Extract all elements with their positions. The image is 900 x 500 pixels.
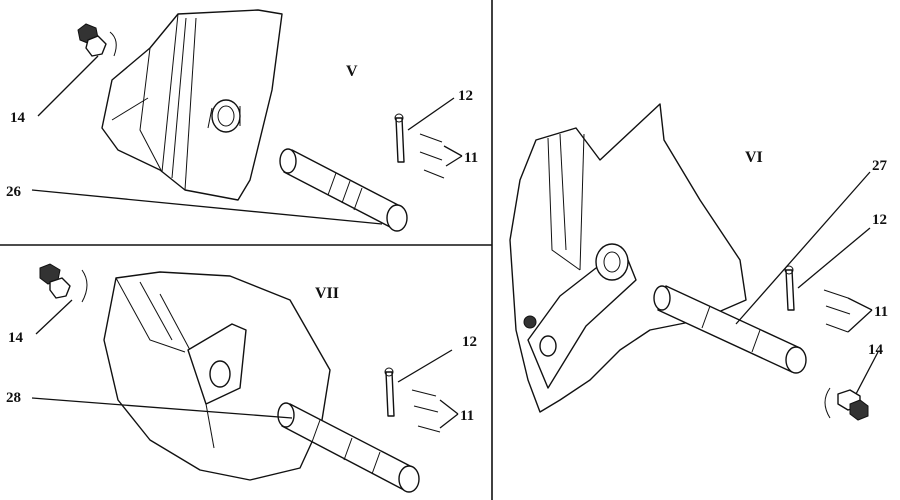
leader-lines: [31, 55, 463, 225]
leader-lines: [735, 171, 879, 395]
panel-dividers: [0, 0, 493, 500]
frame-bracket: [101, 9, 283, 201]
callout-14: 14: [8, 330, 24, 346]
callout-27: 27: [872, 158, 888, 174]
grease-nipple-icon: [39, 263, 88, 303]
callout-11: 11: [874, 304, 888, 320]
grease-nipple-icon: [824, 387, 869, 421]
grease-nipple-icon: [77, 23, 117, 57]
callout-11: 11: [460, 408, 474, 424]
clip-11: [823, 289, 851, 333]
view-vi: [509, 103, 879, 421]
callout-14: 14: [10, 110, 26, 126]
split-pin-12: [394, 113, 405, 163]
pin-26: [279, 148, 408, 232]
callout-14: 14: [868, 342, 884, 358]
frame-bracket: [509, 103, 747, 413]
callout-12: 12: [872, 212, 887, 228]
callout-12: 12: [458, 88, 473, 104]
frame-bracket: [103, 271, 331, 481]
callout-12: 12: [462, 334, 477, 350]
split-pin-12: [384, 367, 395, 417]
callout-28: 28: [6, 390, 21, 406]
callout-26: 26: [6, 184, 22, 200]
clip-11: [419, 133, 445, 179]
view-label-vii: VII: [315, 285, 339, 302]
view-label-v: V: [346, 63, 358, 80]
clip-11: [411, 389, 441, 433]
view-vii: [31, 263, 459, 493]
view-label-vi: VI: [745, 149, 763, 166]
view-v: [31, 9, 463, 232]
pin-28: [277, 402, 420, 493]
leader-lines: [31, 299, 459, 429]
pin-27: [653, 285, 807, 374]
callout-11: 11: [464, 150, 478, 166]
split-pin-12: [784, 265, 795, 311]
